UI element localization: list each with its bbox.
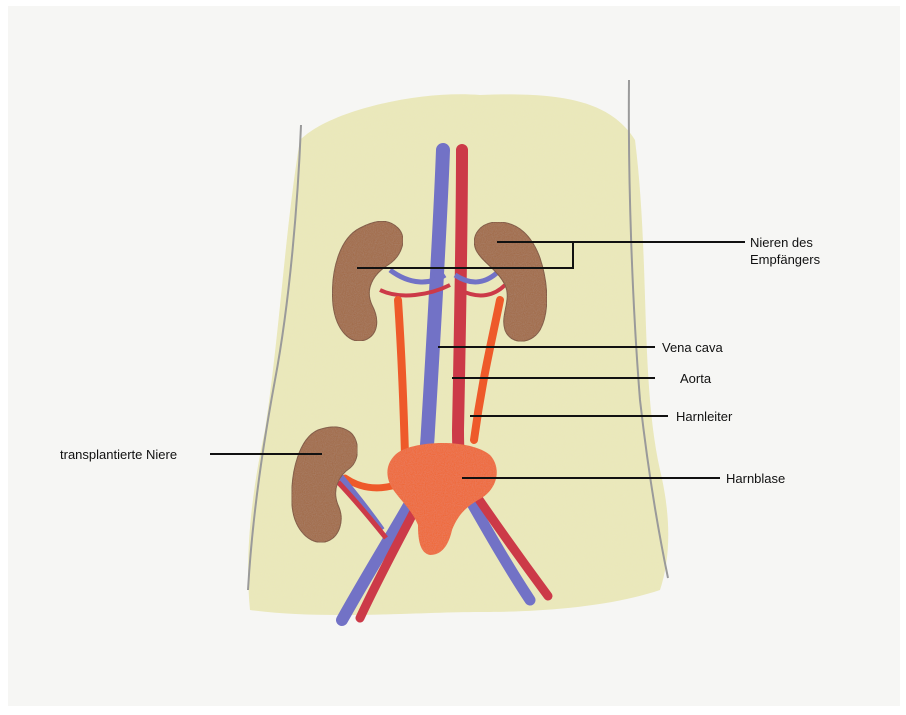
label-ureter: Harnleiter	[676, 409, 732, 424]
label-vena-cava: Vena cava	[662, 340, 723, 355]
label-transplanted-kidney: transplantierte Niere	[60, 447, 177, 462]
label-bladder: Harnblase	[726, 471, 785, 486]
label-recipient-kidneys-line1: Nieren des	[750, 235, 813, 250]
label-recipient-kidneys-line2: Empfängers	[750, 252, 820, 267]
label-aorta: Aorta	[680, 371, 711, 386]
